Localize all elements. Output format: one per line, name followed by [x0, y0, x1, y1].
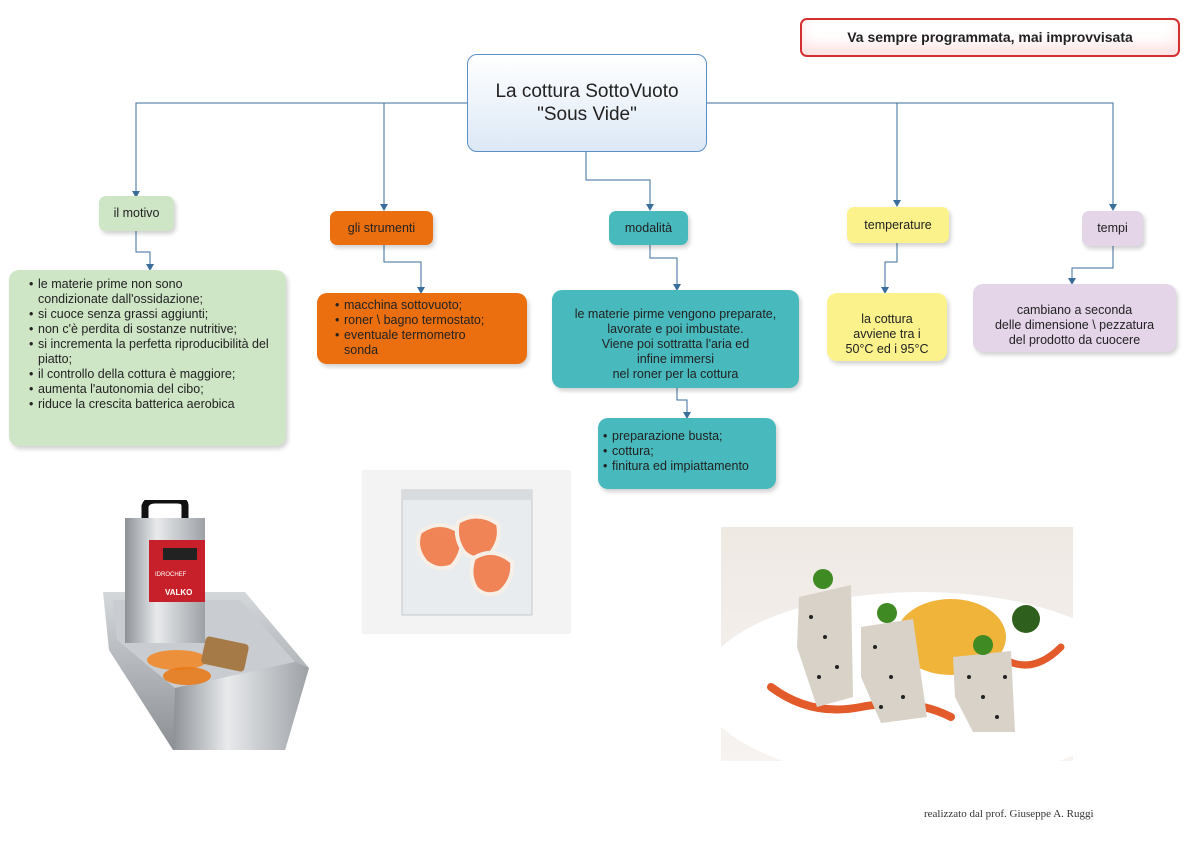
arrowhead — [132, 191, 140, 198]
roner-brand-text: IDROCHEF — [155, 572, 187, 578]
branch-motivo: il motivo — [99, 196, 174, 231]
tempi-line: delle dimensione \ pezzatura — [994, 318, 1155, 332]
root-node: La cottura SottoVuoto "Sous Vide" — [467, 54, 707, 152]
connector-root-motivo — [135, 102, 468, 196]
motto-text: Va sempre programmata, mai improvvisata — [847, 29, 1133, 45]
motivo-item: aumenta l'autonomia del cibo; — [29, 382, 274, 397]
arrowhead — [646, 204, 654, 211]
temperature-content: la cottura avviene tra i 50°C ed i 95°C — [827, 293, 947, 361]
connector-modalita-sub — [676, 388, 688, 418]
motivo-item: si incrementa la perfetta riproducibilit… — [29, 337, 274, 367]
branch-modalita-label: modalità — [624, 220, 673, 235]
modalita-content: le materie pirme vengono preparate, lavo… — [552, 290, 799, 388]
arrowhead — [380, 204, 388, 211]
motivo-item: riduce la crescita batterica aerobica — [29, 397, 274, 412]
modalita-line: Viene poi sottratta l'aria ed — [601, 337, 750, 351]
arrowhead — [417, 287, 425, 294]
branch-strumenti: gli strumenti — [330, 211, 433, 245]
strumenti-item: macchina sottovuoto; — [335, 298, 517, 313]
arrowhead — [1068, 278, 1076, 285]
connector-temperature-content — [884, 243, 898, 293]
branch-temperature-label: temperature — [864, 217, 932, 232]
branch-temperature: temperature — [847, 207, 949, 243]
modalita-line: le materie pirme vengono preparate, — [574, 307, 777, 321]
tempi-line: cambiano a seconda — [1016, 303, 1133, 317]
connector-motivo-content — [135, 231, 151, 270]
motivo-item: le materie prime non sono condizionate d… — [29, 277, 274, 307]
strumenti-item: eventuale termometro sonda — [335, 328, 517, 358]
roner-image: IDROCHEF VALKO — [95, 496, 320, 760]
tempi-content: cambiano a seconda delle dimensione \ pe… — [973, 284, 1176, 352]
root-title: La cottura SottoVuoto — [495, 81, 679, 102]
author-credit: realizzato dal prof. Giuseppe A. Ruggi — [924, 808, 1094, 820]
branch-modalita: modalità — [609, 211, 688, 245]
temperature-line: la cottura — [861, 312, 913, 326]
arrowhead — [893, 200, 901, 207]
arrowhead — [881, 287, 889, 294]
motto-banner: Va sempre programmata, mai improvvisata — [800, 18, 1180, 57]
connector-root-temperature — [706, 102, 898, 206]
modalita-step: cottura; — [603, 444, 768, 459]
connector-modalita-content — [649, 245, 678, 290]
connector-strumenti-content — [383, 245, 422, 293]
temperature-line: avviene tra i — [853, 327, 921, 341]
motivo-content: le materie prime non sono condizionate d… — [9, 270, 286, 446]
arrowhead — [683, 412, 691, 419]
branch-strumenti-label: gli strumenti — [347, 220, 416, 235]
connector-root-tempi — [897, 102, 1114, 210]
vacuum-bag-image — [362, 470, 571, 634]
modalita-step: preparazione busta; — [603, 429, 768, 444]
motivo-item: non c'è perdita di sostanze nutritive; — [29, 322, 274, 337]
motivo-item: il controllo della cottura è maggiore; — [29, 367, 274, 382]
branch-motivo-label: il motivo — [113, 206, 160, 220]
modalita-steps: preparazione busta; cottura; finitura ed… — [598, 418, 776, 489]
tempi-line: del prodotto da cuocere — [1008, 333, 1141, 347]
branch-tempi-label: tempi — [1097, 221, 1128, 235]
arrowhead — [1109, 204, 1117, 211]
plated-dish-image — [721, 527, 1073, 761]
modalita-line: lavorate e poi imbustate. — [607, 322, 744, 336]
modalita-step: finitura ed impiattamento — [603, 459, 768, 474]
connector-root-modalita — [585, 152, 651, 210]
connector-tempi-content — [1071, 246, 1114, 284]
motivo-item: si cuoce senza grassi aggiunti; — [29, 307, 274, 322]
strumenti-content: macchina sottovuoto; roner \ bagno termo… — [317, 293, 527, 364]
modalita-line: nel roner per la cottura — [612, 367, 739, 381]
arrowhead — [146, 264, 154, 271]
temperature-line: 50°C ed i 95°C — [845, 342, 929, 356]
roner-logo-text: VALKO — [165, 588, 192, 597]
branch-tempi: tempi — [1082, 211, 1143, 246]
arrowhead — [673, 284, 681, 291]
modalita-line: infine immersi — [636, 352, 715, 366]
strumenti-item: roner \ bagno termostato; — [335, 313, 517, 328]
root-subtitle: "Sous Vide" — [537, 104, 637, 125]
